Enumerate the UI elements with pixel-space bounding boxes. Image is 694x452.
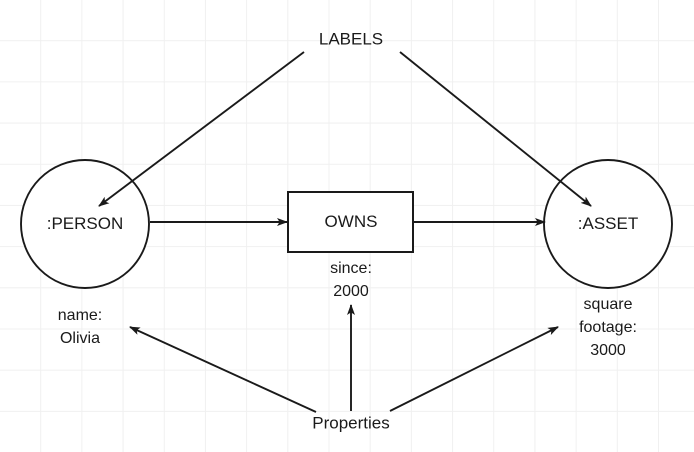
annotation-asset-property: square footage: 3000 [579, 293, 637, 363]
node-owns-rect[interactable] [287, 191, 414, 253]
annotation-person-property-line-1: name: [57, 306, 103, 324]
annotation-relationship-property-line-1: since: [330, 259, 372, 277]
annotation-relationship-property: since: 2000 [330, 257, 372, 303]
connector-properties-to-footage [389, 326, 559, 412]
annotation-labels-callout: LABELS [318, 29, 384, 49]
annotation-person-property: name: Olivia [58, 304, 102, 350]
node-asset-label: :ASSET [577, 214, 639, 233]
annotation-relationship-property-line-2: 2000 [333, 283, 369, 300]
connector-properties-to-name [129, 326, 317, 413]
annotation-asset-property-line-1: square [583, 296, 633, 314]
annotation-properties-callout: Properties [312, 413, 390, 433]
node-person-label: :PERSON [46, 214, 124, 233]
connector-labels-to-asset [399, 51, 592, 207]
connector-labels-to-person [98, 51, 305, 207]
annotation-asset-property-line-2: footage: [579, 319, 637, 337]
annotation-asset-property-line-3: 3000 [590, 342, 626, 360]
node-owns-label: OWNS [324, 212, 378, 231]
annotation-person-property-line-2: Olivia [59, 330, 100, 347]
